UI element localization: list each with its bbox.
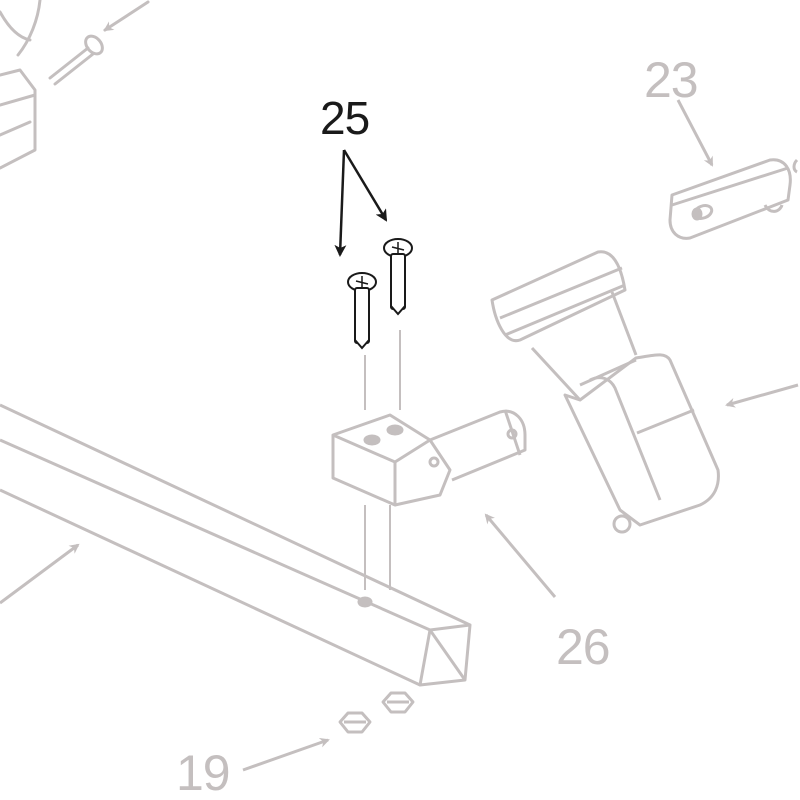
- callout-26-arrow: [484, 513, 557, 598]
- callout-23-arrow: [676, 99, 714, 167]
- screw-guide-lines: [364, 330, 401, 590]
- lnb-arrow: [725, 383, 799, 408]
- nuts: [338, 691, 415, 734]
- bracket: [331, 409, 527, 507]
- lnb: [490, 250, 720, 534]
- clamp: [668, 158, 799, 240]
- callout-25-arrows: [334, 149, 388, 257]
- callout-label-26: 26: [556, 619, 611, 675]
- callout-label-25: 25: [320, 92, 370, 144]
- screws: [347, 238, 413, 350]
- support-arm: [0, 403, 472, 687]
- callout-label-19: 19: [176, 745, 231, 800]
- callout-19-arrow: [242, 737, 330, 772]
- callout-label-23: 23: [644, 52, 699, 108]
- top-left-assembly: [0, 0, 150, 170]
